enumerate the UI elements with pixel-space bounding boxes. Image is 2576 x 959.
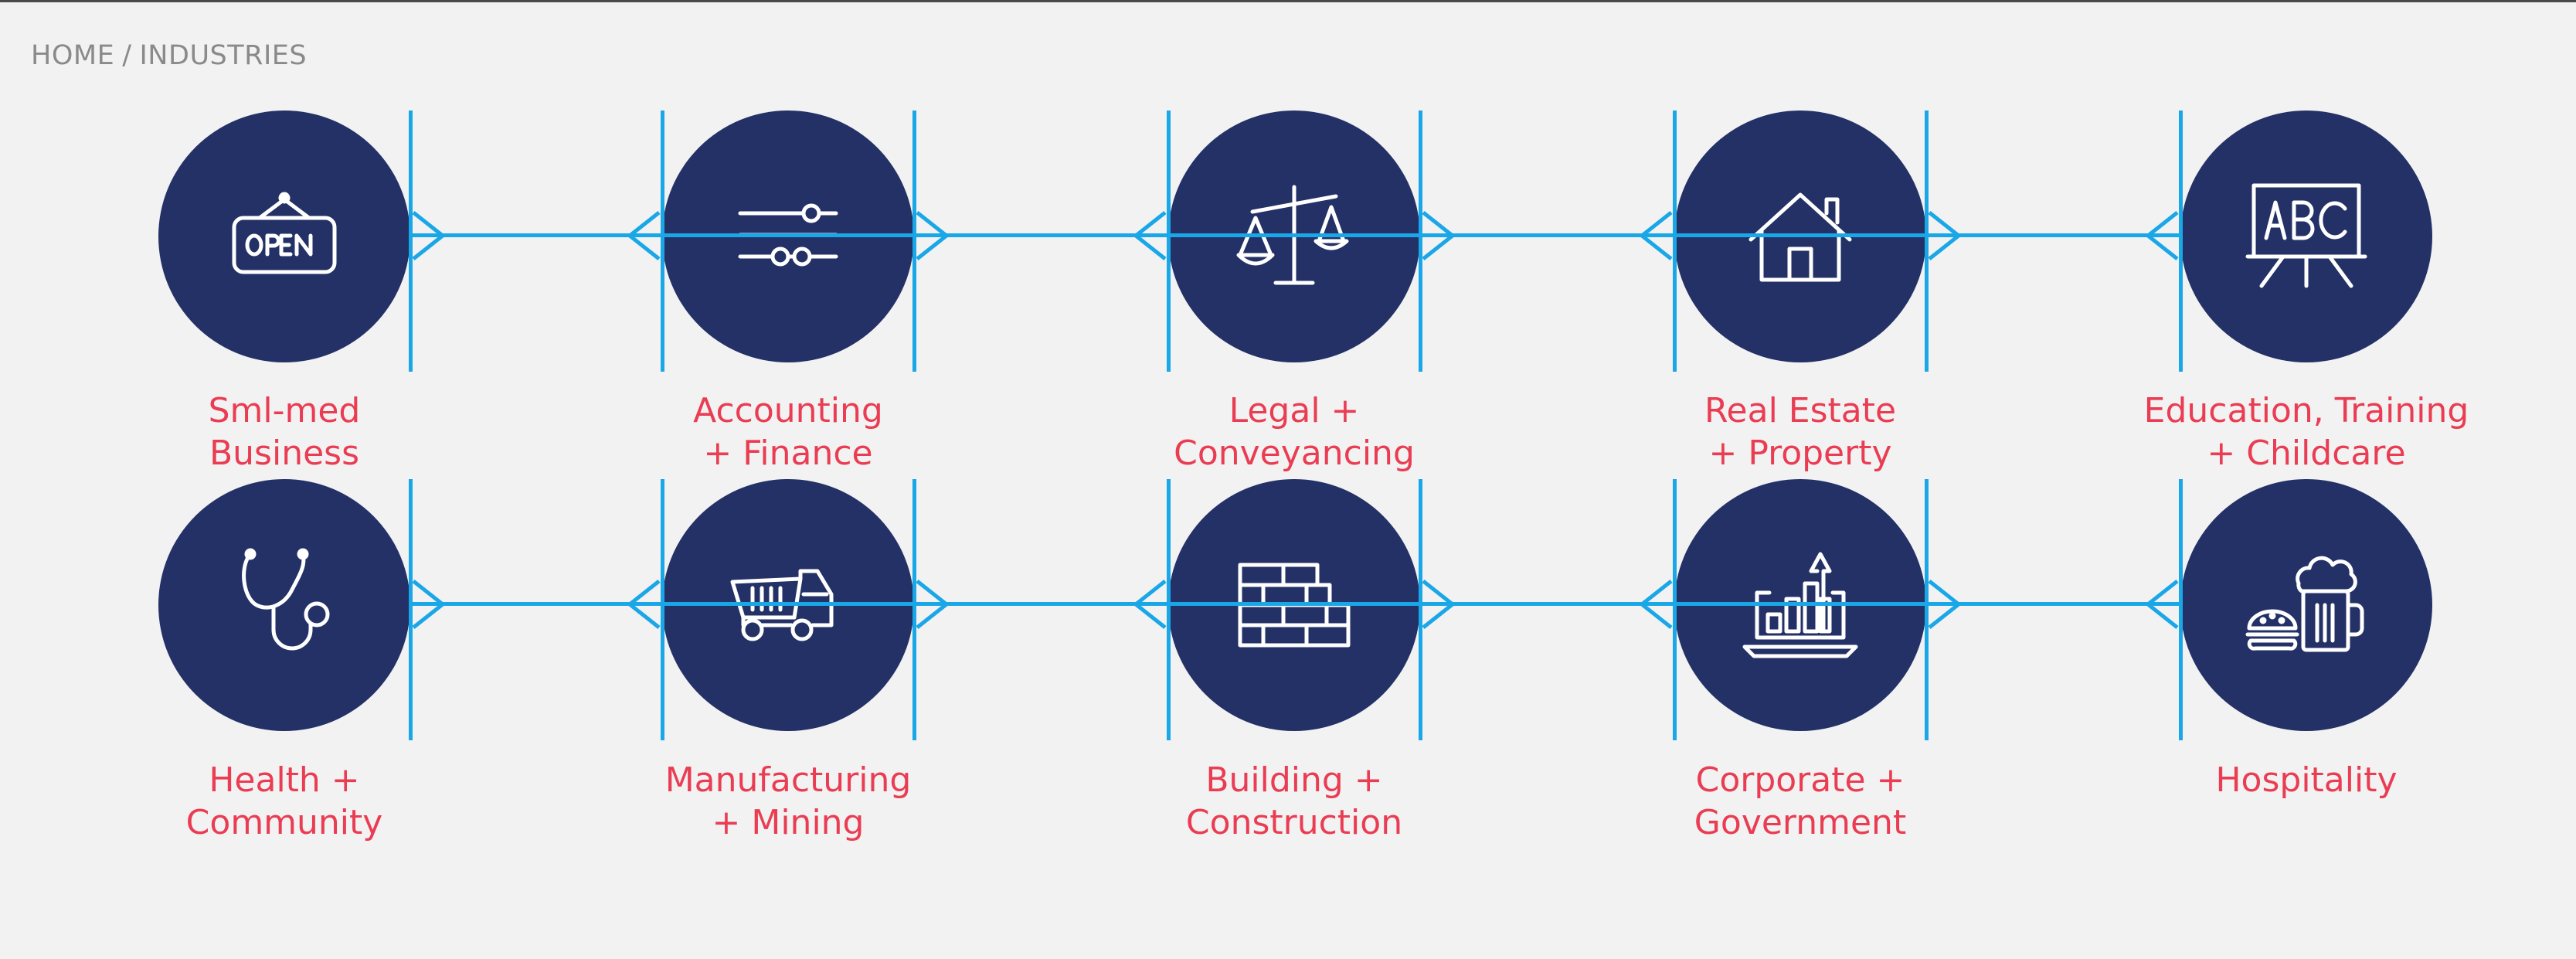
arrow-left-icon bbox=[2145, 580, 2179, 629]
stethoscope-icon bbox=[242, 548, 330, 651]
industry-label-line-1: Manufacturing bbox=[664, 760, 912, 800]
industry-label-line-1: Education, Training bbox=[2143, 391, 2469, 430]
connector-horizontal-line bbox=[410, 233, 2180, 237]
arrow-right-icon bbox=[1422, 580, 1456, 629]
industry-label: Accounting + Finance bbox=[603, 389, 974, 474]
industry-label-line-2: Business bbox=[209, 434, 360, 473]
industry-label-line-1: Legal + bbox=[1229, 391, 1360, 430]
industry-label: Corporate + Government bbox=[1615, 759, 1986, 844]
connector-vertical-line bbox=[1419, 111, 1422, 372]
arrow-left-icon bbox=[627, 211, 661, 260]
industry-education-training-childcare-button[interactable] bbox=[2180, 111, 2432, 362]
breadcrumb-home-link[interactable]: HOME bbox=[31, 40, 115, 71]
industry-label-line-2: + Mining bbox=[712, 803, 865, 842]
arrow-left-icon bbox=[2145, 211, 2179, 260]
industry-label-line-1: Accounting bbox=[693, 391, 883, 430]
connector-vertical-line bbox=[661, 111, 664, 372]
arrow-left-icon bbox=[1639, 211, 1673, 260]
industry-label-line-2: Government bbox=[1694, 803, 1907, 842]
house-icon bbox=[1748, 192, 1852, 282]
breadcrumb: HOME/INDUSTRIES bbox=[31, 40, 307, 71]
open-sign-icon: open-sign-icon bbox=[232, 192, 337, 274]
industry-label-line-1: Hospitality bbox=[2215, 760, 2398, 800]
industry-label: Real Estate + Property bbox=[1615, 389, 1986, 474]
connector-vertical-line bbox=[1925, 111, 1929, 372]
arrow-right-icon bbox=[1928, 211, 1962, 260]
connector-vertical-line bbox=[409, 479, 413, 740]
breadcrumb-separator: / bbox=[122, 40, 132, 71]
arrow-right-icon bbox=[412, 580, 446, 629]
industry-label-line-2: Community bbox=[185, 803, 383, 842]
connector-vertical-line bbox=[1419, 479, 1422, 740]
connector-vertical-line bbox=[2179, 479, 2183, 740]
industry-label-line-1: Building + bbox=[1205, 760, 1383, 800]
industry-label: Building + Construction bbox=[1109, 759, 1480, 844]
connector-vertical-line bbox=[1167, 111, 1171, 372]
industry-health-community-button[interactable] bbox=[158, 479, 410, 731]
industry-label: Health + Community bbox=[99, 759, 470, 844]
industry-label-line-2: Construction bbox=[1185, 803, 1403, 842]
arrow-left-icon bbox=[627, 580, 661, 629]
industry-label: Hospitality bbox=[2121, 759, 2492, 801]
arrow-right-icon bbox=[412, 211, 446, 260]
industry-label-line-1: Health + bbox=[209, 760, 360, 800]
connector-vertical-line bbox=[661, 479, 664, 740]
industry-label-line-2: + Property bbox=[1708, 434, 1892, 473]
industry-hospitality-button[interactable] bbox=[2180, 479, 2432, 731]
connector-vertical-line bbox=[912, 479, 916, 740]
industry-label-line-2: + Finance bbox=[703, 434, 873, 473]
connector-horizontal-line bbox=[410, 602, 2180, 606]
arrow-left-icon bbox=[1639, 580, 1673, 629]
connector-vertical-line bbox=[1925, 479, 1929, 740]
laptop-chart-icon bbox=[1742, 552, 1858, 658]
arrow-right-icon bbox=[916, 211, 950, 260]
arrow-left-icon bbox=[1133, 580, 1167, 629]
industry-label: Education, Training + Childcare bbox=[2121, 389, 2492, 474]
connector-vertical-line bbox=[2179, 111, 2183, 372]
arrow-left-icon bbox=[1133, 211, 1167, 260]
arrow-right-icon bbox=[1928, 580, 1962, 629]
burger-beer-icon bbox=[2245, 556, 2364, 652]
industry-label-line-1: Corporate + bbox=[1695, 760, 1905, 800]
industry-sml-med-business-button[interactable]: open-sign-icon bbox=[158, 111, 410, 362]
connector-vertical-line bbox=[1167, 479, 1171, 740]
industry-label-line-2: + Childcare bbox=[2207, 434, 2406, 473]
industry-label: Sml-med Business bbox=[99, 389, 470, 474]
industry-label: Manufacturing + Mining bbox=[603, 759, 974, 844]
industry-label-line-1: Real Estate bbox=[1704, 391, 1897, 430]
abc-board-icon bbox=[2245, 183, 2367, 288]
connector-vertical-line bbox=[1673, 111, 1677, 372]
arrow-right-icon bbox=[1422, 211, 1456, 260]
connector-vertical-line bbox=[409, 111, 413, 372]
arrow-right-icon bbox=[916, 580, 950, 629]
connector-vertical-line bbox=[1673, 479, 1677, 740]
industry-label-line-1: Sml-med bbox=[208, 391, 361, 430]
scales-icon bbox=[1236, 185, 1349, 285]
industry-label: Legal + Conveyancing bbox=[1109, 389, 1480, 474]
connector-vertical-line bbox=[912, 111, 916, 372]
industry-label-line-2: Conveyancing bbox=[1174, 434, 1415, 473]
breadcrumb-current: INDUSTRIES bbox=[139, 40, 308, 71]
top-border bbox=[0, 0, 2576, 2]
